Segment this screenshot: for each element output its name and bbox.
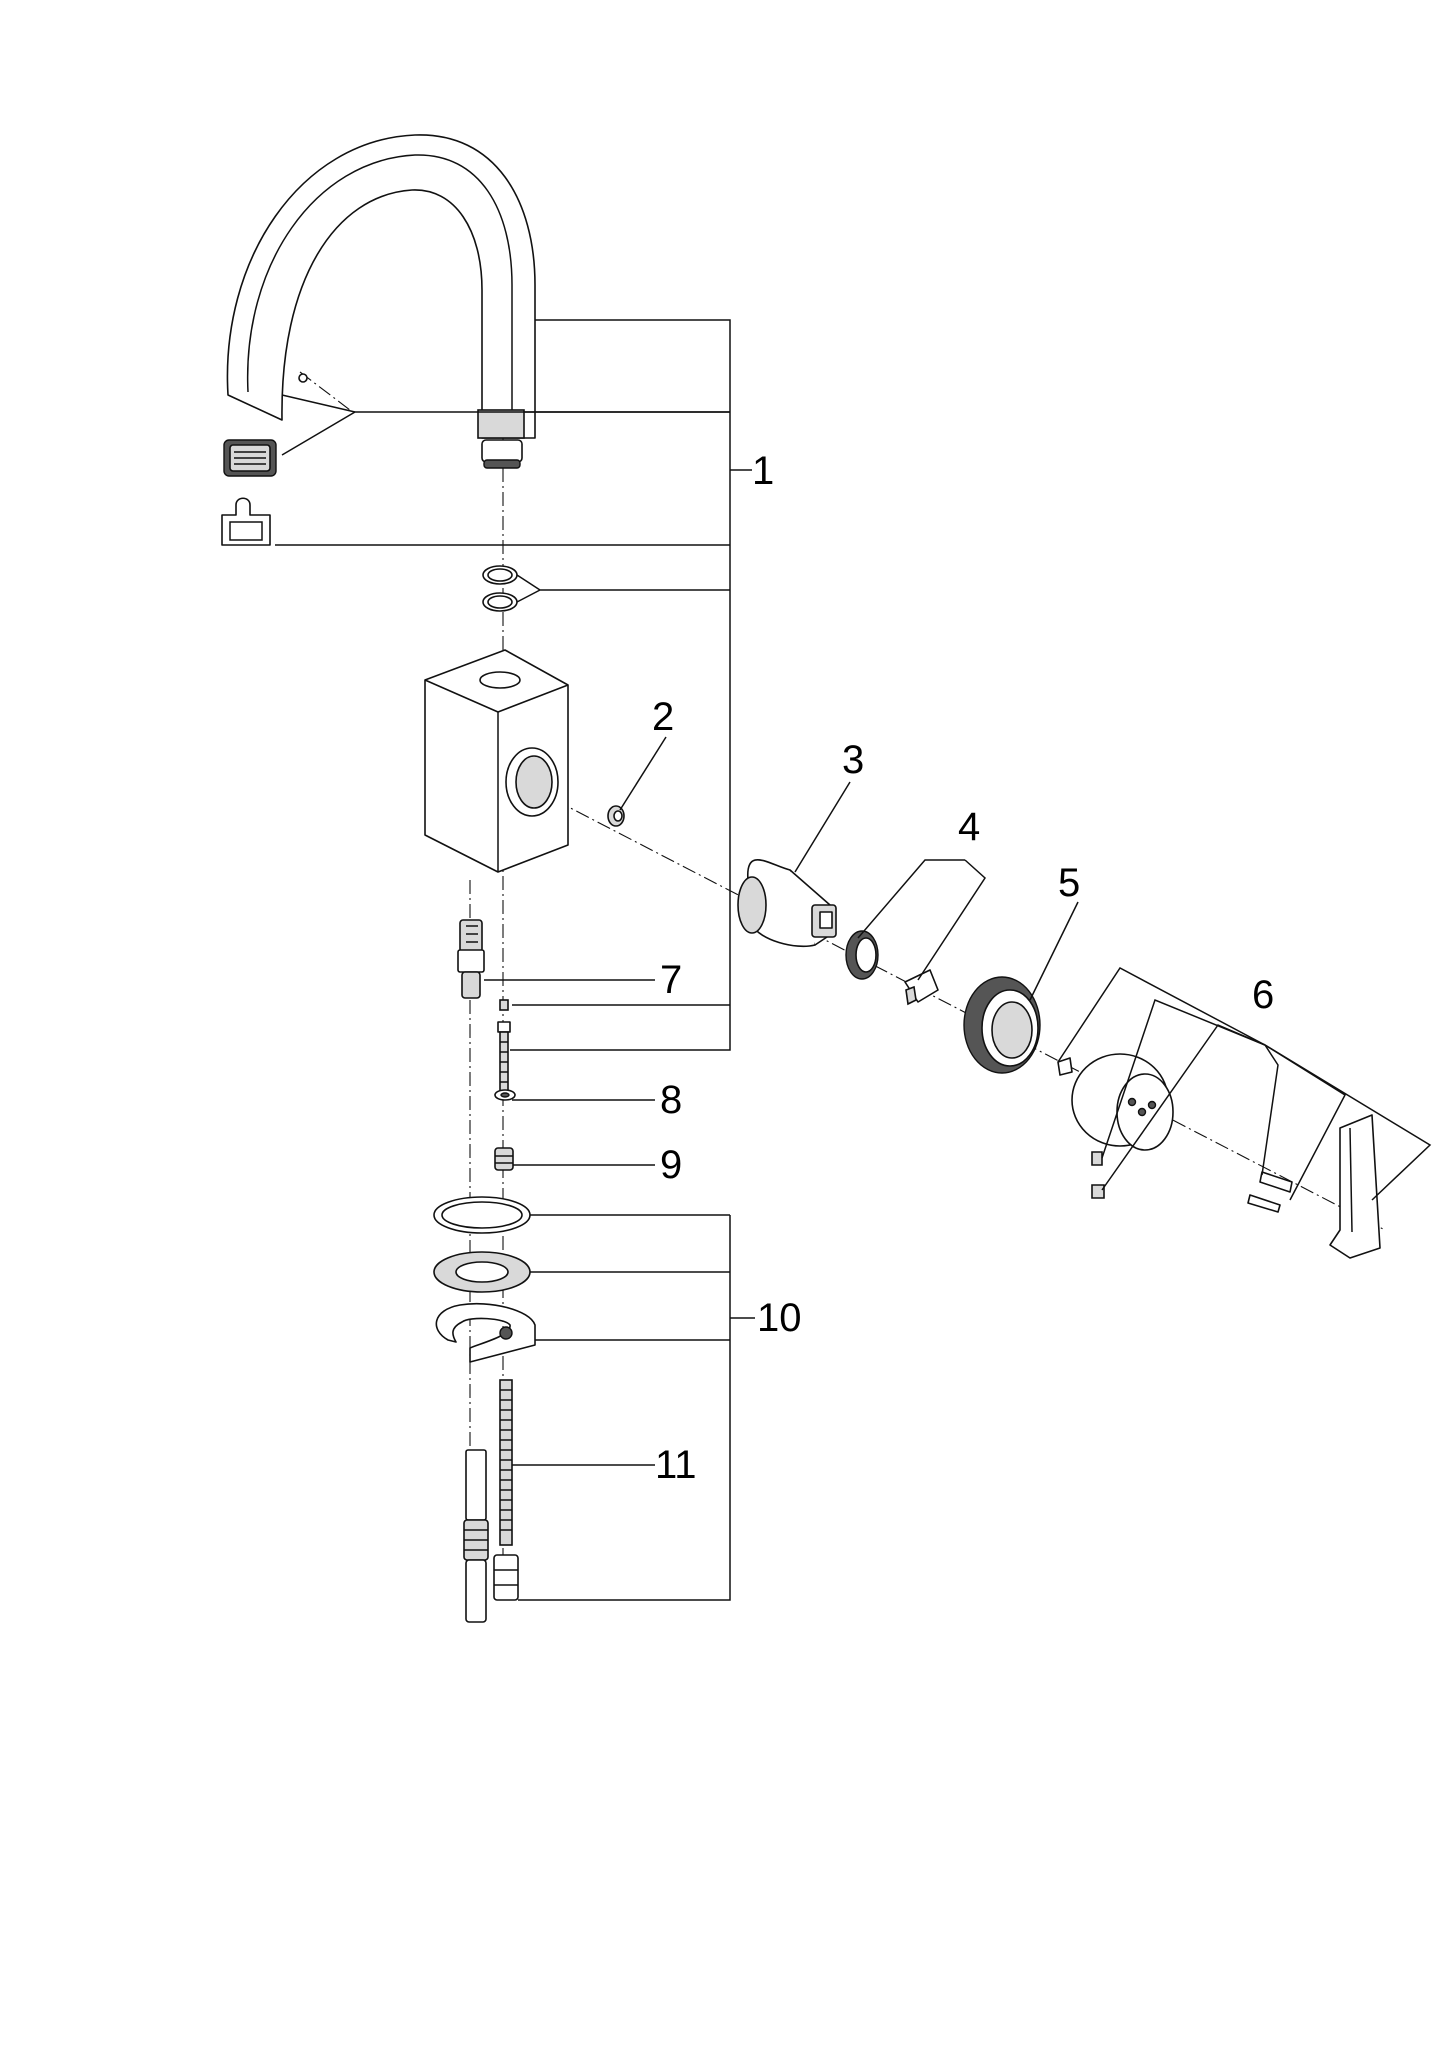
callout-6: 6 — [1252, 973, 1274, 1017]
callout-10: 10 — [757, 1296, 802, 1340]
callout-2: 2 — [652, 695, 674, 739]
callout-7: 7 — [660, 958, 682, 1002]
callout-8: 8 — [660, 1078, 682, 1122]
body-top-port — [479, 671, 521, 689]
spout-set-screw — [298, 373, 308, 383]
callout-11: 11 — [655, 1443, 697, 1487]
spout-outlet-cap — [481, 439, 523, 463]
mounting-nut — [493, 1554, 519, 1601]
callout-3: 3 — [842, 738, 864, 782]
part-5-threaded-ring — [963, 976, 1041, 1074]
mounting-stud — [499, 1379, 513, 1546]
part-7-valve — [457, 919, 485, 999]
part-10-mounting-set — [433, 1196, 536, 1601]
aerator — [223, 439, 277, 477]
part-2-insert — [607, 805, 625, 827]
part-8-washer — [494, 1089, 516, 1101]
callout-9: 9 — [660, 1143, 682, 1187]
part-9-nut — [494, 1147, 514, 1171]
part-6-handle — [1057, 1053, 1381, 1259]
mounting-horseshoe — [435, 1302, 536, 1363]
part-11-hose — [463, 1449, 489, 1623]
spout-assembly — [221, 134, 536, 612]
handle-lever — [1329, 1114, 1381, 1259]
mixer-body — [424, 649, 569, 873]
part-3-cartridge — [737, 859, 837, 948]
callout-1: 1 — [752, 449, 774, 493]
callouts: 1 2 3 4 5 6 7 8 9 10 11 — [652, 449, 1274, 1487]
leader-lines — [275, 319, 1432, 1601]
spout-body — [226, 134, 536, 439]
spout-edge — [246, 154, 513, 438]
part-4-ring-and-clip — [845, 930, 939, 1006]
spout-outlet-block — [477, 409, 525, 439]
callout-5: 5 — [1058, 861, 1080, 905]
callout-4: 4 — [958, 805, 980, 849]
fixing-screw — [497, 999, 511, 1093]
spout-outlet-ring — [483, 459, 521, 469]
